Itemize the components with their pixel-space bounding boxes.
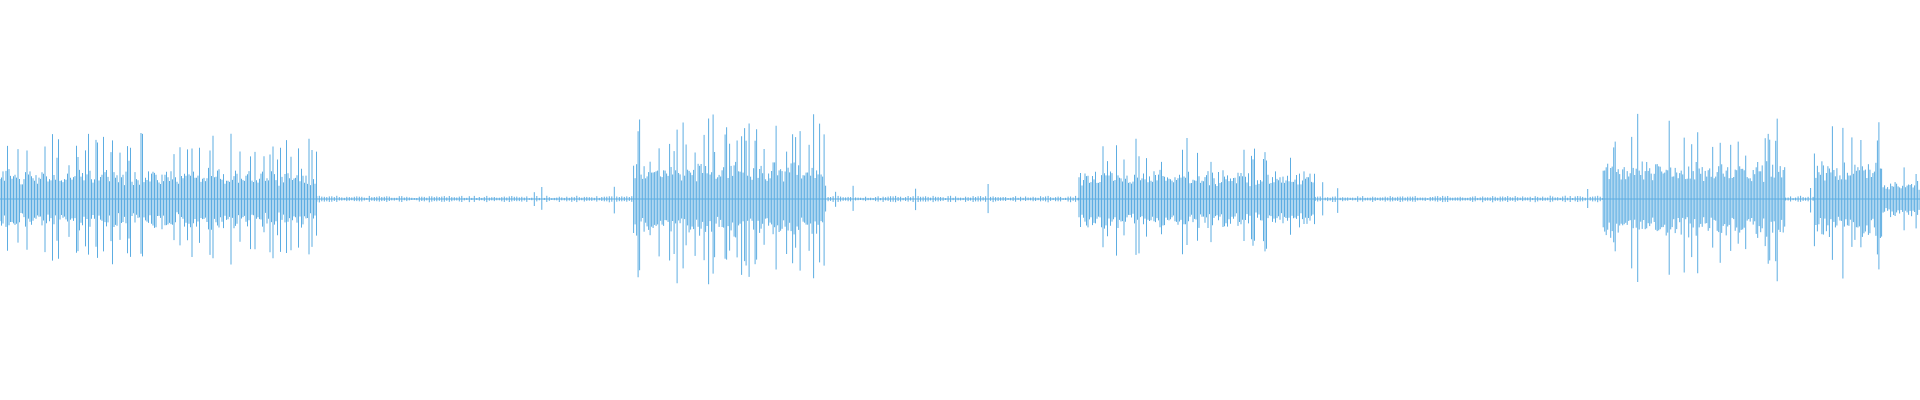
waveform-bars	[0, 113, 1920, 285]
